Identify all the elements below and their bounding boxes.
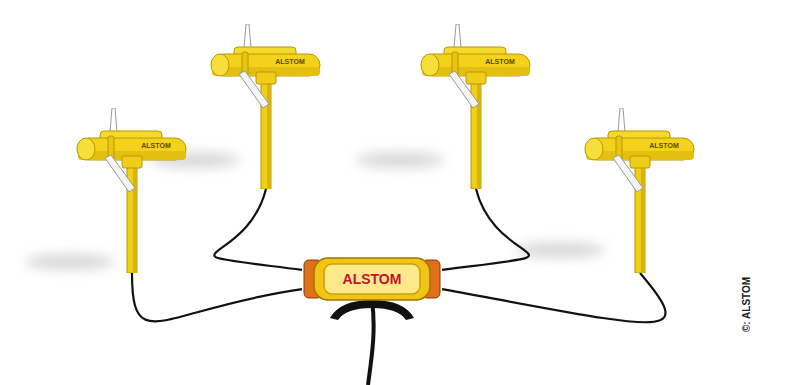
nacelle-logo: ALSTOM: [275, 58, 304, 66]
turbine-shape: [580, 108, 700, 273]
subsea-hub: ALSTOM: [302, 256, 442, 302]
tidal-turbine: ALSTOM: [72, 108, 192, 273]
tidal-turbine: ALSTOM: [580, 108, 700, 273]
tidal-turbine: ALSTOM: [206, 24, 326, 189]
hub-logo: ALSTOM: [343, 271, 402, 287]
nacelle-logo: ALSTOM: [485, 58, 514, 66]
turbine-shadow: [25, 152, 605, 270]
export-cable: [368, 300, 374, 385]
tidal-turbine: ALSTOM: [416, 24, 536, 189]
turbine-shape: [416, 24, 536, 189]
array-cable: [442, 189, 529, 270]
nacelle-logo: ALSTOM: [649, 142, 678, 150]
turbine-shape: [206, 24, 326, 189]
array-cable: [442, 273, 666, 322]
array-cable: [132, 273, 302, 321]
copyright-note: ©: ALSTOM: [741, 276, 752, 331]
turbine-shape: [72, 108, 192, 273]
nacelle-logo: ALSTOM: [141, 142, 170, 150]
array-cable: [214, 189, 302, 270]
